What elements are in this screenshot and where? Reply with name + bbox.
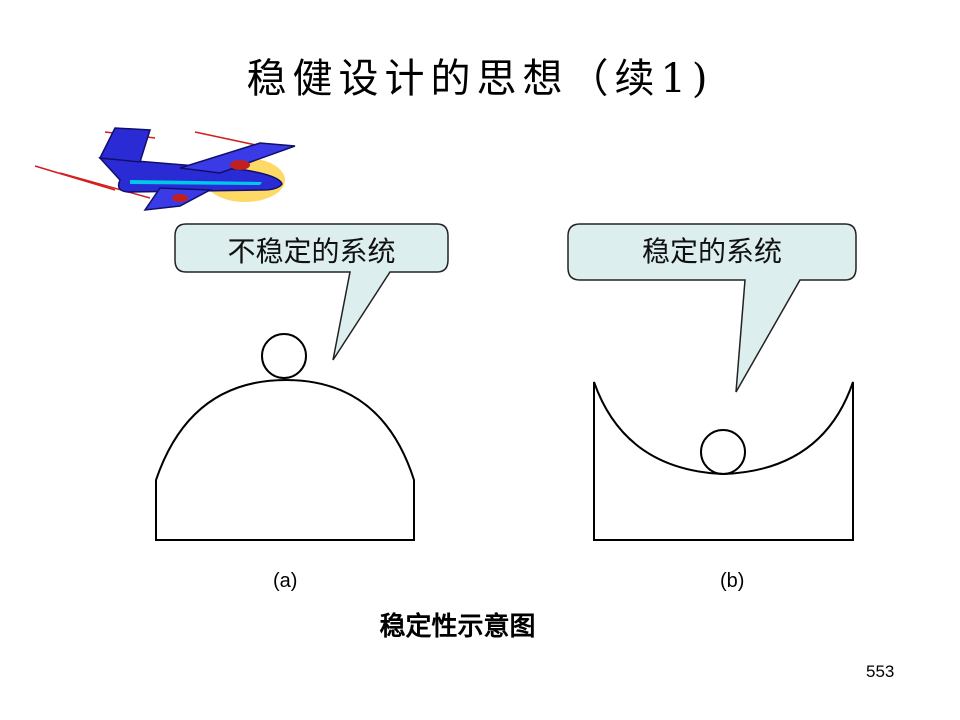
hill-shape xyxy=(156,380,414,540)
label-b: (b) xyxy=(720,570,744,593)
figure-caption: 稳定性示意图 xyxy=(0,606,915,643)
ball-on-hill xyxy=(262,334,306,378)
valley-shape xyxy=(594,382,853,540)
ball-in-valley xyxy=(701,430,745,474)
page-number: 553 xyxy=(866,662,894,682)
callout-stable-text: 稳定的系统 xyxy=(568,230,856,270)
label-a: (a) xyxy=(273,570,297,593)
callout-unstable-text: 不稳定的系统 xyxy=(175,230,448,270)
